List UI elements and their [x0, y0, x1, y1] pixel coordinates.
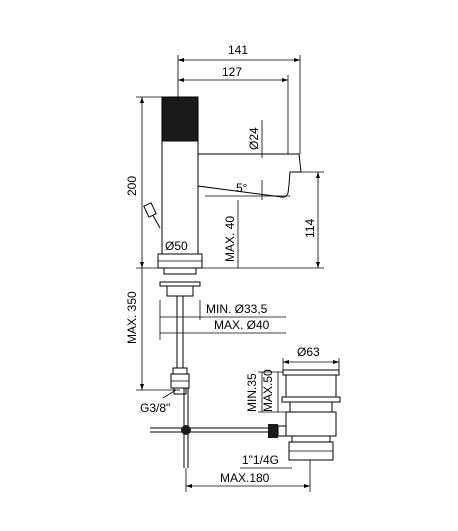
dimension-lines [136, 55, 340, 492]
dim-dia-24: Ø24 [247, 127, 261, 150]
body-column [161, 140, 199, 255]
dim-dia-50: Ø50 [165, 239, 188, 253]
dim-thread-1-14: 1"1/4G [242, 453, 279, 467]
dim-127: 127 [222, 65, 242, 79]
dim-min-33-5: MIN. Ø33,5 [206, 302, 268, 316]
dim-200: 200 [125, 176, 139, 196]
dim-114: 114 [303, 219, 317, 238]
dim-max-40: MAX. 40 [223, 216, 237, 262]
dimension-labels: 141 127 Ø24 5° 200 MAX. 40 114 Ø50 MAX. … [125, 43, 320, 485]
popup-waste [150, 369, 341, 468]
dim-max-180: MAX.180 [220, 471, 270, 485]
dim-max-50: MAX.50 [261, 369, 275, 412]
handle-knob [161, 96, 199, 142]
dim-max-40-dia: MAX. Ø40 [214, 318, 270, 332]
dim-141: 141 [228, 43, 248, 57]
dim-angle-5: 5° [236, 181, 248, 195]
dim-min-35: MIN.35 [245, 373, 259, 412]
spout [197, 153, 302, 198]
dim-max-350: MAX. 350 [125, 291, 139, 344]
arrowheads [140, 58, 339, 488]
dim-dia-63: Ø63 [297, 345, 320, 359]
faucet-body [143, 96, 302, 395]
supply-rod [176, 295, 184, 369]
dim-thread-g38: G3/8" [140, 401, 170, 415]
